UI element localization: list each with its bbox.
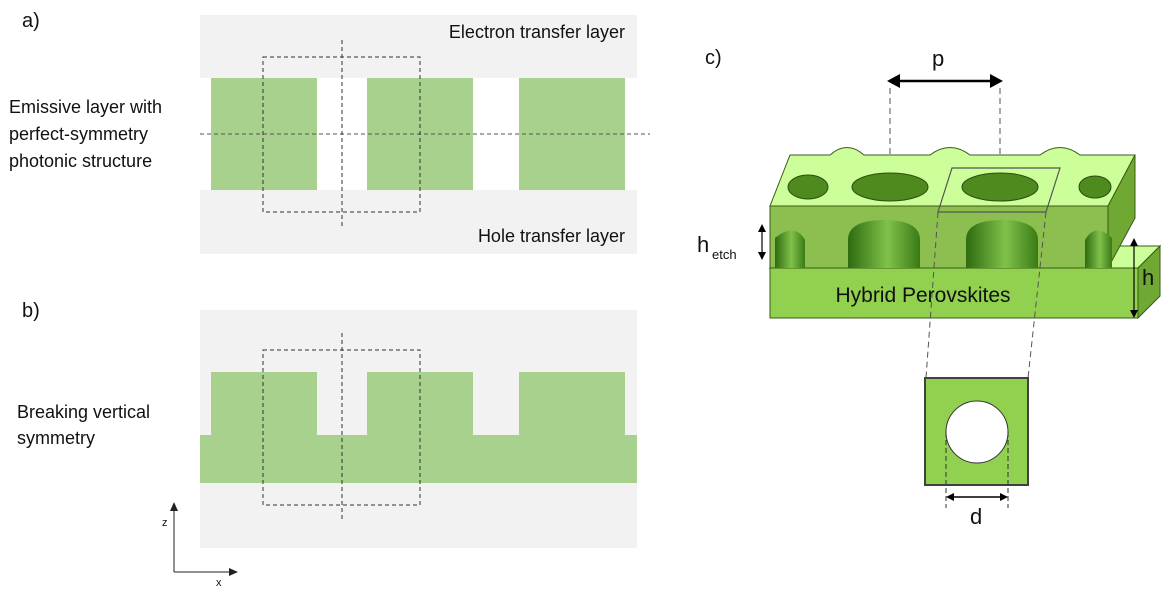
top-hole-2 <box>961 172 1039 202</box>
height-arrowhead-top <box>1130 238 1138 246</box>
top-hole-1 <box>851 172 929 202</box>
x-axis-arrowhead <box>229 568 238 576</box>
axes-indicator: z x <box>162 502 238 589</box>
perovskite-base-side <box>1137 244 1161 320</box>
panel-b: b) Breaking vertical symmetry <box>17 300 637 548</box>
hole-transfer-layer <box>200 190 637 254</box>
diameter-label: d <box>970 504 982 529</box>
electron-transfer-layer <box>200 15 637 78</box>
zoomed-hole <box>945 400 1009 464</box>
top-hole-edge <box>787 174 829 200</box>
pitch-arrowhead-left <box>887 74 900 88</box>
cell-guide-right <box>1027 211 1047 379</box>
diameter-arrowhead-right <box>1000 493 1008 501</box>
photonic-layer-top-face <box>769 147 1136 207</box>
x-axis-label: x <box>216 577 222 589</box>
panel-b-label: b) <box>22 300 40 322</box>
breaking-label-line-2: symmetry <box>17 428 95 448</box>
emissive-layer-broken-symmetry <box>200 372 637 483</box>
panel-a: a) Electron transfer layer Hole transfer… <box>9 10 650 254</box>
z-axis-arrowhead <box>170 502 178 511</box>
pitch-label: p <box>932 46 944 71</box>
panel-c: c) p Hybrid Perovskites <box>697 46 1162 529</box>
cell-guide-left <box>925 211 939 379</box>
etch-arrowhead-bottom <box>758 252 766 260</box>
photonic-layer-front-face <box>769 205 1109 269</box>
material-label: Hybrid Perovskites <box>835 284 1010 307</box>
diameter-arrowhead-left <box>946 493 954 501</box>
emissive-label-line-1: Emissive layer with <box>9 97 162 117</box>
front-hole-1 <box>848 220 920 268</box>
total-height-label: h <box>1142 265 1154 290</box>
electron-transfer-label: Electron transfer layer <box>449 22 625 42</box>
breaking-label-line-1: Breaking vertical <box>17 402 150 422</box>
etch-arrowhead-top <box>758 224 766 232</box>
front-hole-2 <box>966 220 1038 268</box>
front-hole-edge-left <box>775 230 805 268</box>
height-arrowhead-bottom <box>1130 310 1138 318</box>
front-hole-edge-right <box>1085 230 1112 268</box>
etch-height-label: h <box>697 232 709 257</box>
emissive-label-line-2: perfect-symmetry <box>9 124 148 144</box>
panel-c-label: c) <box>705 47 722 69</box>
panel-a-label: a) <box>22 10 40 32</box>
etch-height-subscript: etch <box>712 247 737 262</box>
emissive-label-line-3: photonic structure <box>9 151 152 171</box>
top-hole-edge-right <box>1078 175 1112 199</box>
z-axis-label: z <box>162 517 168 529</box>
hole-transfer-label: Hole transfer layer <box>478 226 625 246</box>
pitch-arrowhead-right <box>990 74 1003 88</box>
